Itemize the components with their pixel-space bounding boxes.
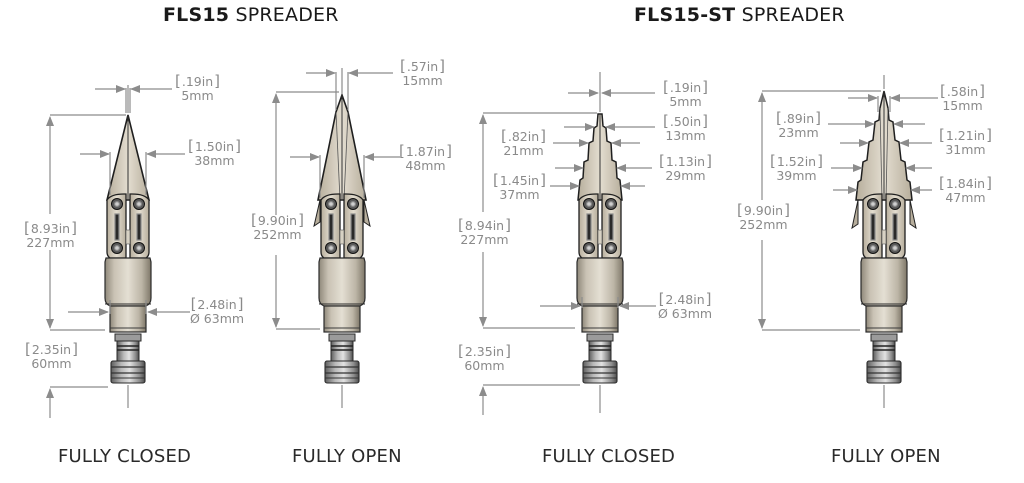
view-fls15-st-closed <box>479 72 656 415</box>
dim-label: 9.90in 252mm <box>737 203 790 232</box>
dim-label: 1.87in 48mm <box>399 144 452 173</box>
caption-fls15-closed: FULLY CLOSED <box>58 446 192 467</box>
dim-label: 1.52in 39mm <box>770 154 823 183</box>
view-fls15-closed <box>46 85 190 418</box>
title-fls15: FLS15 SPREADER <box>163 4 339 26</box>
dim-label: .58in 15mm <box>940 84 985 113</box>
dim-label: .19in 5mm <box>175 74 220 103</box>
title-fls15-suffix: SPREADER <box>235 4 339 26</box>
caption-fls15-open: FULLY OPEN <box>292 446 402 467</box>
dim-label: 1.50in 38mm <box>188 139 241 168</box>
title-fls15-st: FLS15-ST SPREADER <box>634 4 845 26</box>
dim-label: 9.90in 252mm <box>251 213 304 242</box>
dim-label: .89in 23mm <box>776 111 821 140</box>
dim-label: 1.84in 47mm <box>939 176 992 205</box>
dim-label: 1.45in 37mm <box>493 173 546 202</box>
dim-label: 2.48in Ø 63mm <box>190 297 244 326</box>
dim-label: .82in 21mm <box>501 129 546 158</box>
dim-label: 1.21in 31mm <box>939 128 992 157</box>
dim-label: .50in 13mm <box>663 114 708 143</box>
title-fls15-st-suffix: SPREADER <box>741 4 845 26</box>
caption-fls15-st-closed: FULLY CLOSED <box>542 446 676 467</box>
title-fls15-st-model: FLS15-ST <box>634 4 736 26</box>
dim-label: 2.35in 60mm <box>458 344 511 373</box>
dim-label: .57in 15mm <box>400 59 445 88</box>
dim-label: 2.35in 60mm <box>25 342 78 371</box>
dim-label: .19in 5mm <box>663 80 708 109</box>
view-fls15-open <box>272 68 400 408</box>
title-fls15-model: FLS15 <box>163 4 230 26</box>
caption-fls15-st-open: FULLY OPEN <box>831 446 941 467</box>
dim-label: 1.13in 29mm <box>659 154 712 183</box>
dim-label: 2.48in Ø 63mm <box>658 292 712 321</box>
dim-label: 8.94in 227mm <box>458 218 511 247</box>
view-fls15-st-open <box>758 75 938 408</box>
dim-label: 8.93in 227mm <box>24 221 77 250</box>
